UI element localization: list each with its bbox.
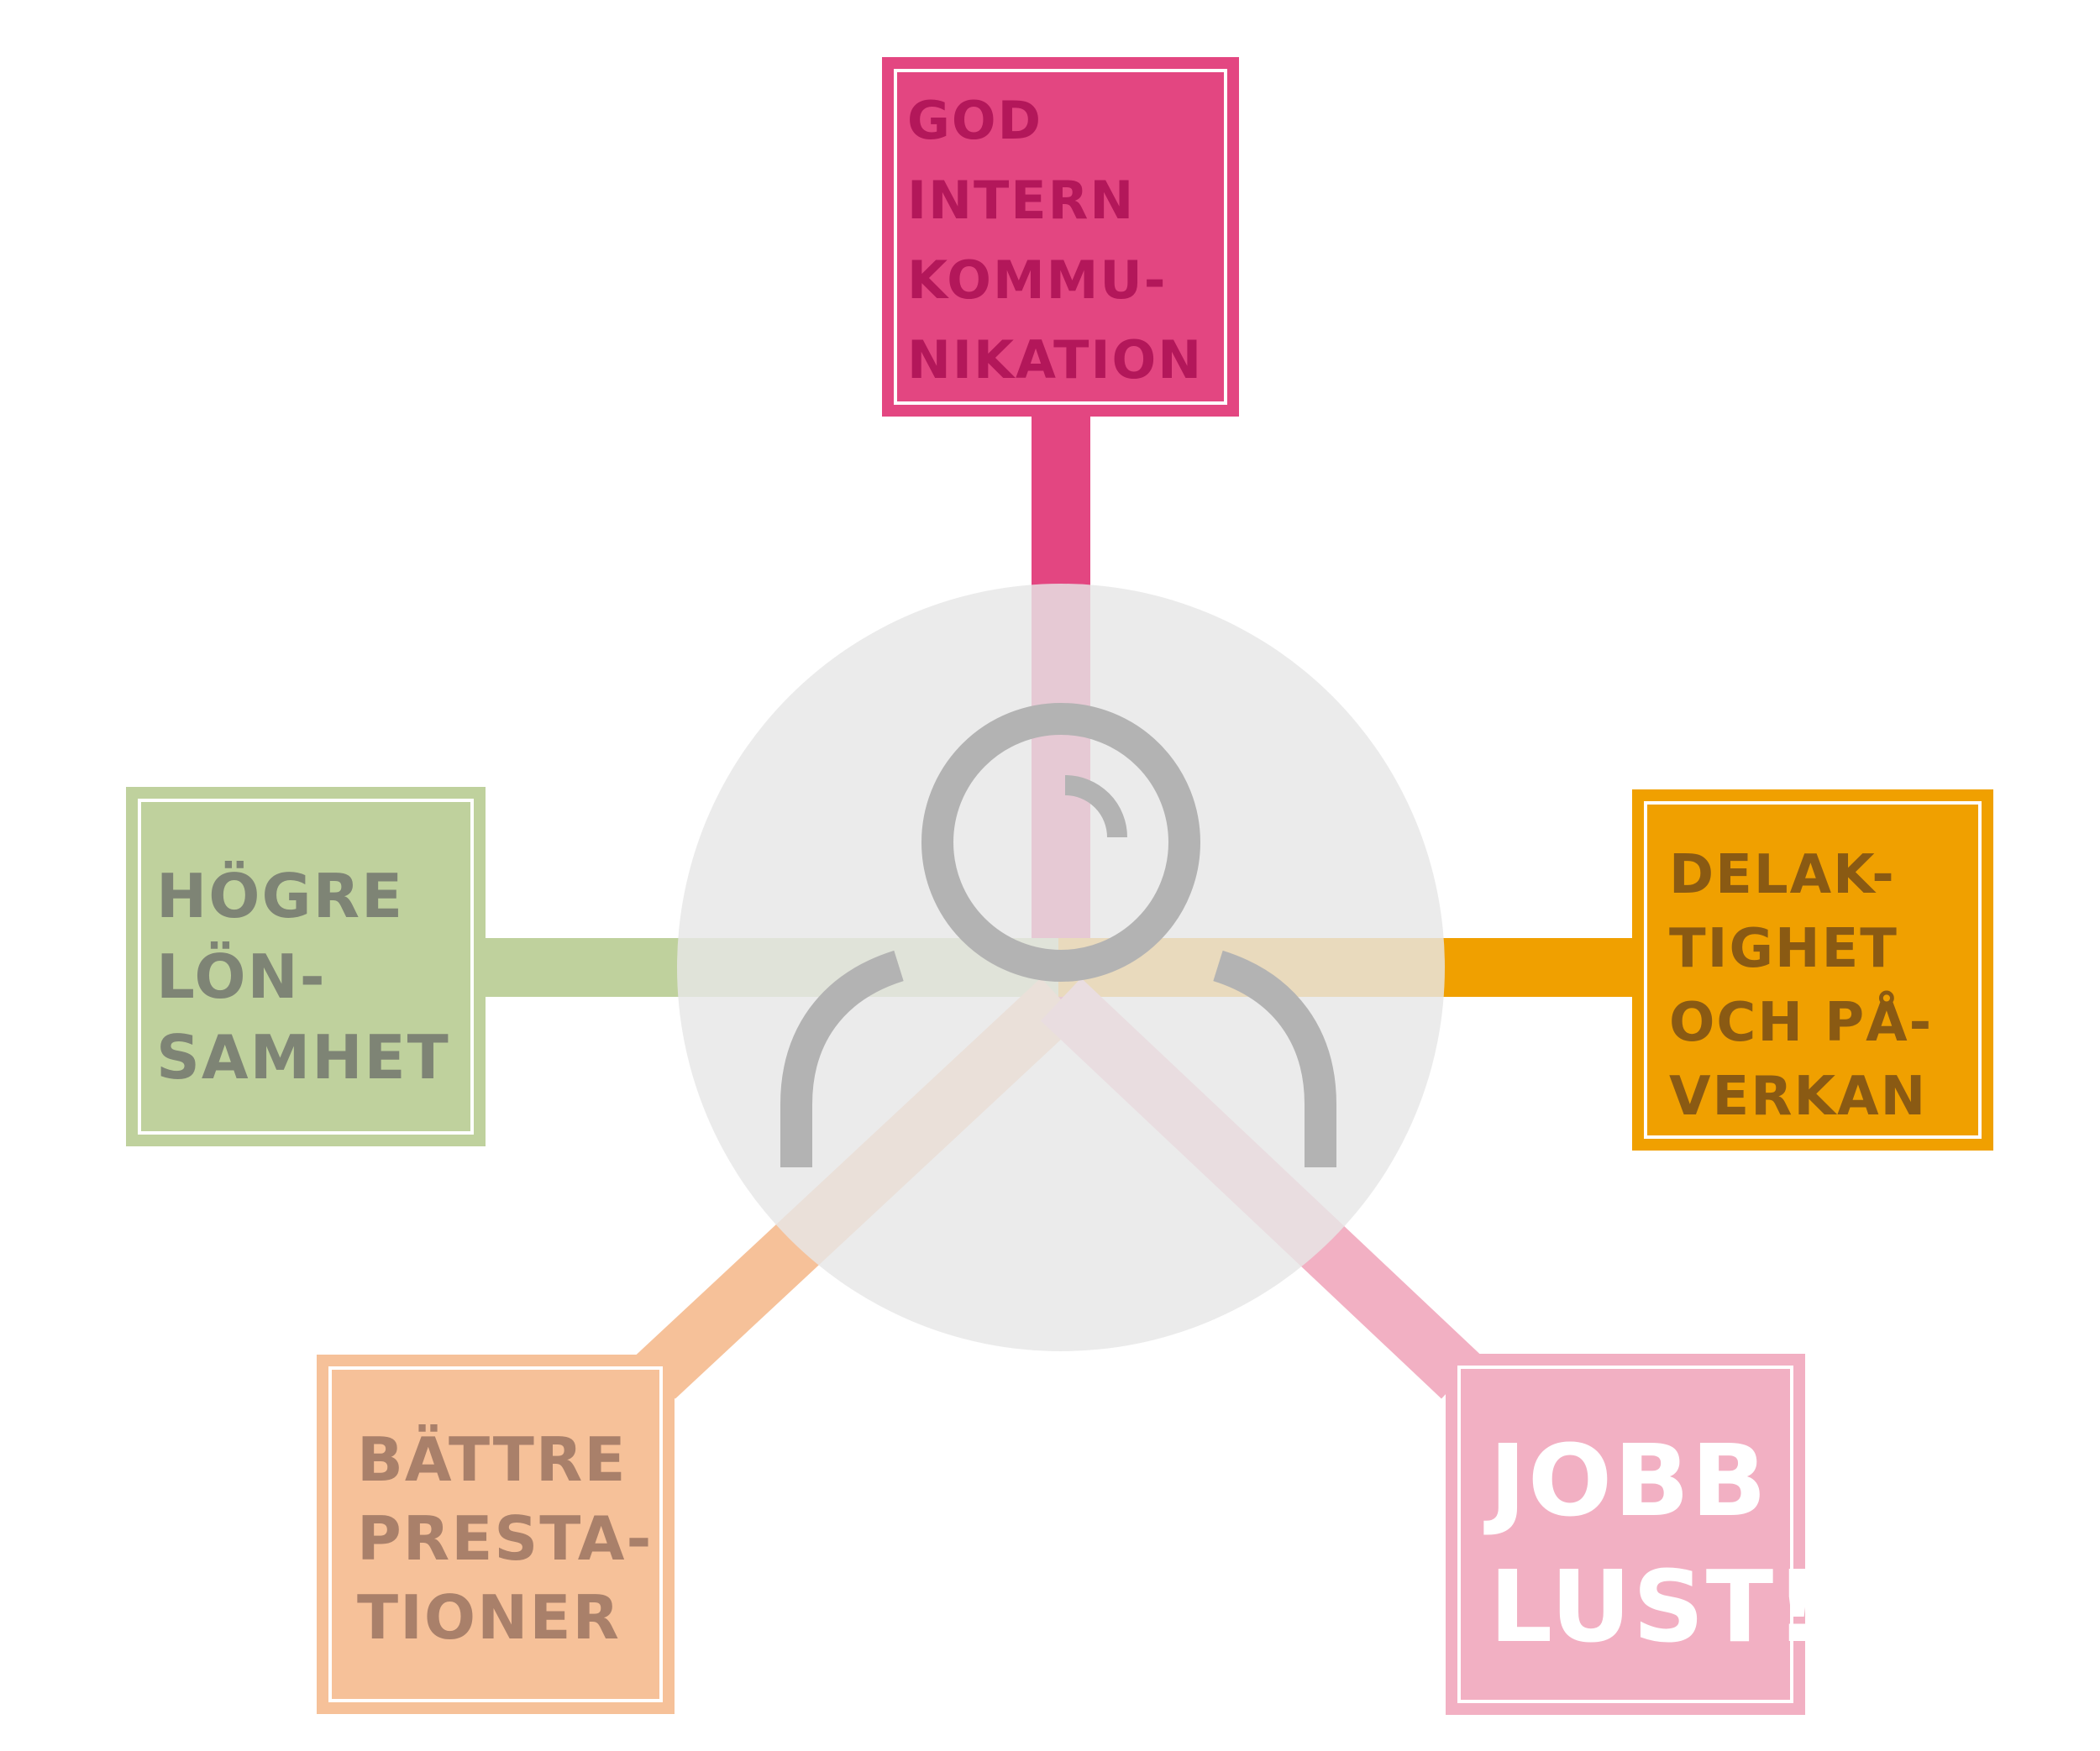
box-inner-frame: [138, 799, 474, 1135]
person-right-shoulder-icon: [1212, 950, 1336, 1167]
box-label: DELAK- TIGHET OCH PÅ- VERKAN: [1669, 838, 1933, 1134]
box-delaktighet-och-paverkan: DELAK- TIGHET OCH PÅ- VERKAN: [1632, 789, 1993, 1151]
box-label-line: INTERN: [907, 170, 1136, 231]
box-label-line: TIGHET: [1669, 918, 1898, 980]
person-left-shoulder-icon: [780, 950, 905, 1167]
box-label: BÄTTRE PRESTA- TIONER: [357, 1420, 653, 1657]
box-label-line: HÖGRE: [156, 861, 405, 931]
box-label-line: SAMHET: [156, 1022, 450, 1093]
box-inner-frame: [1644, 801, 1982, 1139]
box-god-intern-kommunikation: GOD INTERN KOMMU- NIKATION: [882, 57, 1239, 417]
box-label-line: LUST!: [1489, 1549, 1823, 1664]
person-head-icon: [921, 703, 1200, 982]
box-label: JOBB LUST!: [1489, 1418, 1822, 1670]
box-jobb-lust: JOBB LUST!: [1446, 1354, 1820, 1715]
box-hogre-lonsamhet: HÖGRE LÖN- SAMHET: [126, 787, 486, 1146]
box-label-line: JOBB: [1489, 1423, 1769, 1539]
box-label-line: VERKAN: [1669, 1066, 1928, 1128]
box-label: GOD INTERN KOMMU- NIKATION: [907, 81, 1203, 400]
box-battre-prestationer: BÄTTRE PRESTA- TIONER: [317, 1355, 675, 1714]
person-icon: [780, 703, 1336, 1167]
box-inner-frame: [1457, 1366, 1793, 1703]
box-label-line: TIONER: [357, 1582, 621, 1653]
box-inner-frame: [894, 69, 1227, 405]
box-label-line: OCH PÅ-: [1669, 992, 1934, 1054]
box-label-line: BÄTTRE: [357, 1424, 627, 1495]
box-label-line: LÖN-: [156, 941, 327, 1012]
box-label-line: PRESTA-: [357, 1503, 654, 1574]
person-head-highlight-icon: [1064, 775, 1127, 838]
box-label-line: NIKATION: [907, 329, 1204, 391]
box-inner-frame: [328, 1366, 663, 1702]
box-label: HÖGRE LÖN- SAMHET: [156, 856, 450, 1098]
box-label-line: GOD: [907, 90, 1043, 151]
box-label-line: KOMMU-: [907, 249, 1168, 311]
box-label-line: DELAK-: [1669, 844, 1896, 906]
